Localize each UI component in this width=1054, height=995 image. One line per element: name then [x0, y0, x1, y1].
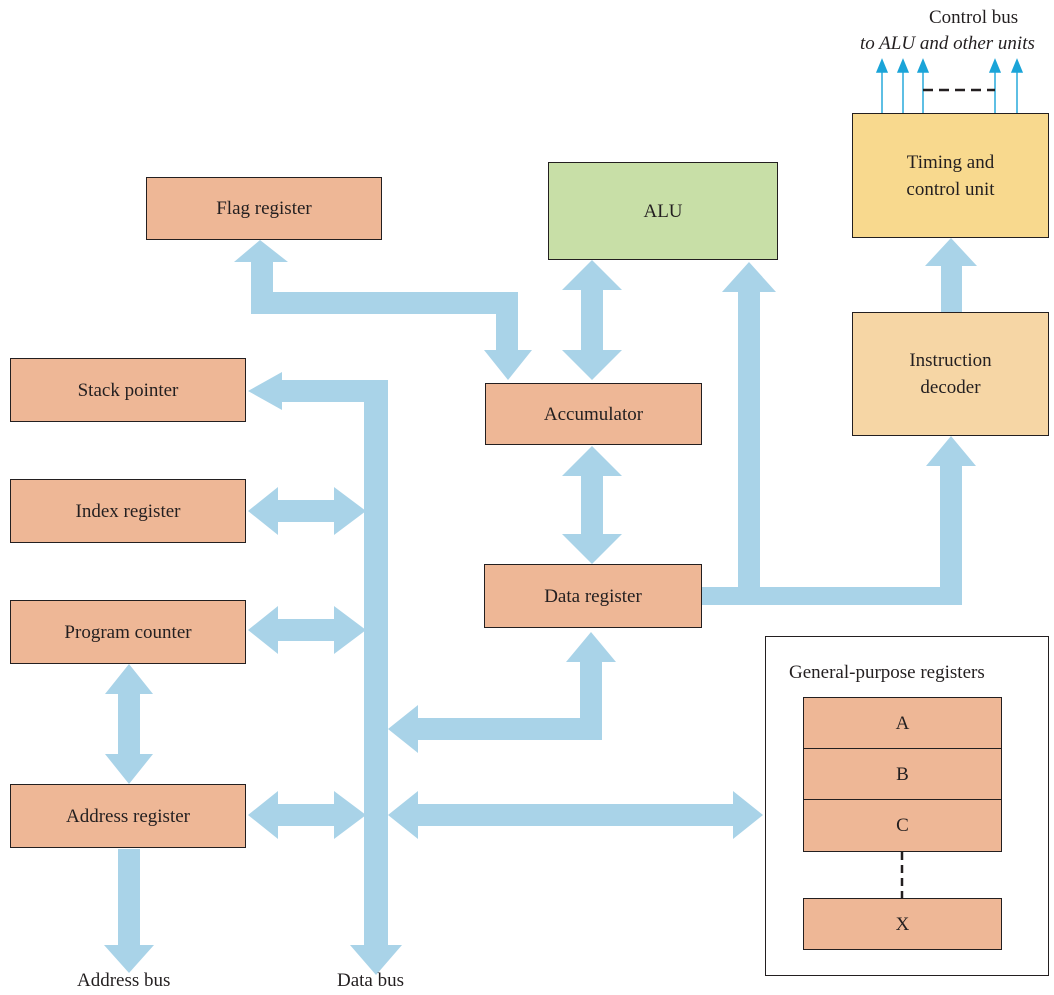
control-bus-sublabel: to ALU and other units [860, 33, 1035, 54]
gp-register-c: C [803, 799, 1002, 852]
data-bus-trunk [350, 380, 402, 975]
program-counter-label: Program counter [64, 621, 192, 643]
gp-register-b: B [803, 748, 1002, 800]
program-counter: Program counter [10, 600, 246, 664]
gp-register-a-label: A [895, 712, 910, 734]
accumulator-label: Accumulator [543, 403, 644, 425]
accumulator: Accumulator [485, 383, 702, 445]
bus-decoder-timing [925, 238, 977, 312]
address-register: Address register [10, 784, 246, 848]
alu-label: ALU [643, 200, 683, 222]
gp-register-a: A [803, 697, 1002, 749]
gp-register-x: X [803, 898, 1002, 950]
control-bus-arrows [875, 58, 1024, 113]
instruction-decoder-label: Instruction decoder [909, 350, 992, 398]
index-register-label: Index register [75, 500, 181, 522]
timing-control-label: Timing and control unit [906, 151, 995, 200]
control-bus-label: Control bus [929, 7, 1019, 28]
bus-flag-accumulator [234, 240, 532, 380]
address-bus-label: Address bus [77, 970, 171, 991]
stack-pointer: Stack pointer [10, 358, 246, 422]
data-register-label: Data register [544, 585, 642, 607]
timing-control-unit: Timing and control unit [852, 113, 1049, 238]
bus-accumulator-data [562, 446, 622, 564]
stack-pointer-label: Stack pointer [77, 379, 179, 401]
flag-register: Flag register [146, 177, 382, 240]
general-purpose-title: General-purpose registers [789, 662, 985, 683]
gp-register-x-label: X [895, 913, 910, 935]
gp-register-b-label: B [896, 763, 909, 785]
data-register: Data register [484, 564, 702, 628]
bus-address-out [104, 849, 154, 973]
bus-general-purpose [388, 791, 763, 839]
bus-alu-accumulator [562, 260, 622, 380]
bus-data-register-loop [388, 632, 616, 753]
bus-address-register [248, 791, 366, 839]
bus-stack-pointer [248, 372, 388, 410]
address-register-label: Address register [66, 805, 190, 827]
index-register: Index register [10, 479, 246, 543]
bus-data-alu-decoder [702, 262, 976, 605]
flag-register-label: Flag register [216, 198, 312, 219]
data-bus-label: Data bus [337, 970, 405, 991]
gp-register-c-label: C [896, 815, 909, 836]
bus-program-counter [248, 606, 366, 654]
bus-pc-address [105, 664, 153, 784]
general-purpose-registers-group [765, 636, 1049, 976]
instruction-decoder: Instruction decoder [852, 312, 1049, 436]
bus-index-register [248, 487, 366, 535]
alu-block: ALU [548, 162, 778, 260]
